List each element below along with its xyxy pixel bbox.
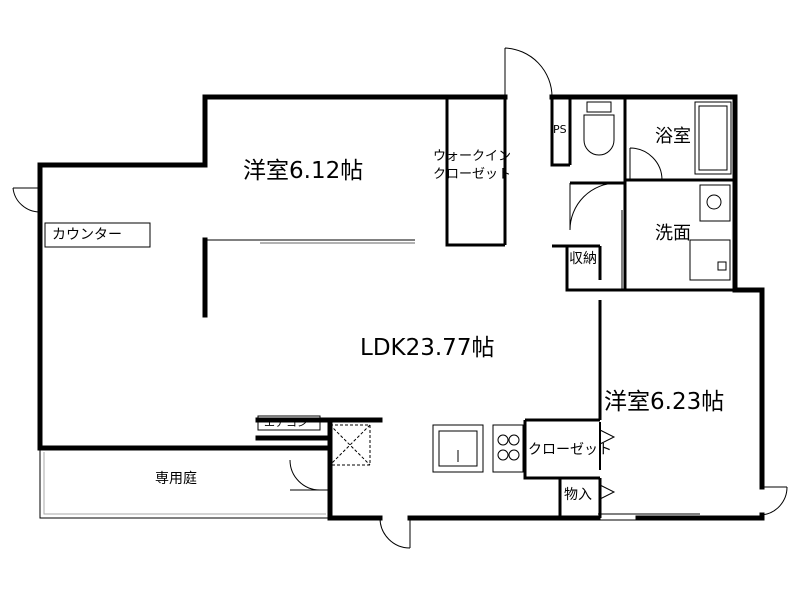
pipe-space-label: PS (553, 123, 567, 136)
private-garden-label: 専用庭 (155, 471, 197, 487)
stove (492, 424, 524, 473)
bathroom-label: 浴室 (655, 126, 691, 147)
closet-label: クローゼット (528, 442, 612, 458)
washbasin (699, 184, 731, 222)
washer-space (689, 239, 731, 281)
storage-2-label: 物入 (564, 487, 592, 503)
storage-label: 収納 (569, 251, 597, 267)
exterior-walls (37, 94, 765, 521)
fixtures (44, 101, 732, 473)
walk-in-closet-label: ウォークイン クローゼット (433, 149, 512, 182)
air-conditioner-label: エアコン (264, 416, 308, 429)
washroom-label: 洗面 (655, 223, 691, 244)
door-swings (12, 47, 788, 549)
western-room-1-label: 洋室6.12帖 (243, 158, 364, 184)
interior-walls (445, 97, 735, 518)
fridge-space (329, 424, 371, 466)
ldk-label: LDK23.77帖 (360, 335, 495, 361)
toilet-tank (586, 101, 612, 113)
air-conditioner-box (257, 415, 321, 431)
kitchen-sink (432, 424, 484, 473)
bathtub (694, 101, 732, 175)
counter (44, 222, 151, 248)
western-room-2-label: 洋室6.23帖 (604, 389, 725, 415)
counter-label: カウンター (52, 227, 122, 243)
toilet-bowl (583, 114, 615, 156)
thin-lines (39, 210, 700, 521)
